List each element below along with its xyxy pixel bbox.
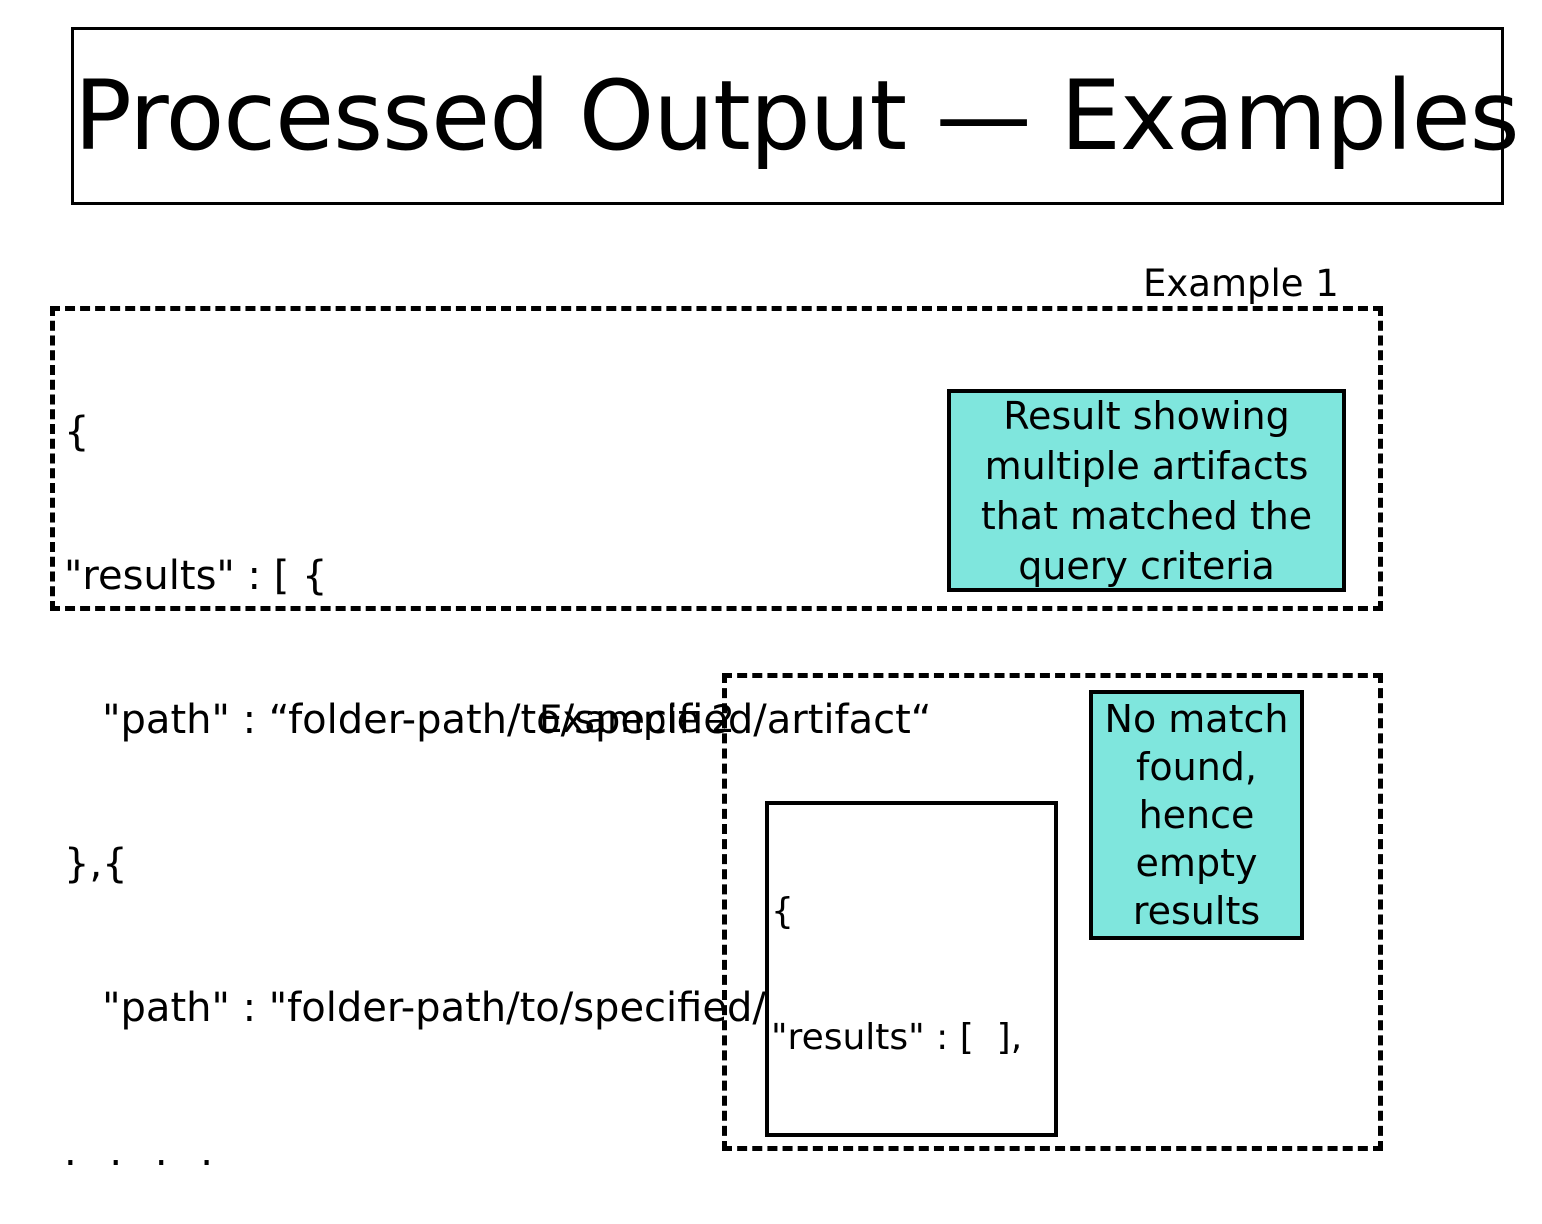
callout-box-no-match-found: No match found, hence empty results <box>1089 690 1304 940</box>
example-2-code-box: { "results" : [ ], "range" : { "start_po… <box>765 801 1058 1137</box>
code-line: },{ <box>64 841 128 887</box>
callout-text: Result showing multiple artifacts that m… <box>980 393 1313 588</box>
example-1-code-block: { "results" : [ { "path" : “folder-path/… <box>64 312 931 1224</box>
code-line: "path" : “folder-path/to/specified/artif… <box>64 697 932 743</box>
code-line: "results" : [ { <box>64 553 328 599</box>
code-line: { <box>64 409 90 455</box>
example-2-group <box>722 673 1383 1151</box>
example-2-code-block: { "results" : [ ], "range" : { "start_po… <box>771 807 1054 1133</box>
callout-box-result-showing: Result showing multiple artifacts that m… <box>947 389 1346 592</box>
callout-text: No match found, hence empty results <box>1104 697 1289 933</box>
code-line: "results" : [ ], <box>771 1017 1023 1058</box>
example-1-group <box>50 306 1383 611</box>
code-line: { <box>771 891 794 932</box>
example-2-label: Example 2 <box>539 698 735 741</box>
example-1-label: Example 1 <box>1143 262 1339 305</box>
code-line-ellipsis: . . . . <box>64 1129 269 1175</box>
slide-title-box: Processed Output — Examples <box>71 27 1520 205</box>
page-title: Processed Output — Examples <box>74 60 1520 172</box>
